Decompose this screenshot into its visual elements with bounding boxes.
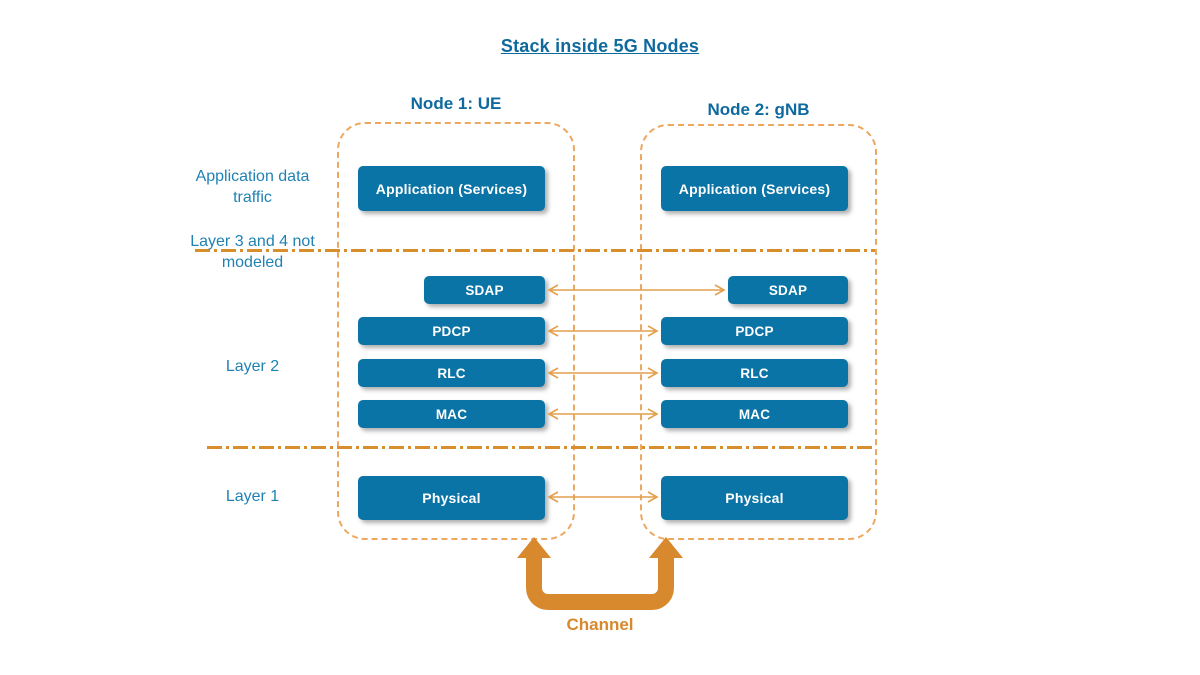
node1-pdcp-block: PDCP — [358, 317, 545, 345]
label-layer3-4-not-modeled: Layer 3 and 4 not modeled — [190, 233, 315, 271]
node1-rlc-block: RLC — [358, 359, 545, 387]
layer1-2-divider-line — [207, 446, 875, 449]
node1-title: Node 1: UE — [410, 94, 502, 113]
label-layer1: Layer 1 — [225, 488, 280, 505]
node2-application-block: Application (Services) — [661, 166, 848, 211]
node2-title: Node 2: gNB — [707, 100, 810, 119]
node2-pdcp-block: PDCP — [661, 317, 848, 345]
channel-up-arrowhead-left — [517, 537, 551, 558]
node1-application-block: Application (Services) — [358, 166, 545, 211]
node1-physical-block: Physical — [358, 476, 545, 520]
diagram-title: Stack inside 5G Nodes — [500, 36, 700, 56]
node2-mac-block: MAC — [661, 400, 848, 428]
channel-pipe — [526, 556, 674, 610]
node1-sdap-block: SDAP — [424, 276, 545, 304]
node2-sdap-block: SDAP — [728, 276, 848, 304]
node2-physical-block: Physical — [661, 476, 848, 520]
layer3-4-divider-line — [195, 249, 875, 252]
label-layer2: Layer 2 — [225, 358, 280, 375]
channel-label: Channel — [566, 615, 634, 634]
label-application-data-traffic: Application data traffic — [195, 168, 310, 206]
node1-mac-block: MAC — [358, 400, 545, 428]
node2-rlc-block: RLC — [661, 359, 848, 387]
channel-up-arrowhead-right — [649, 537, 683, 558]
